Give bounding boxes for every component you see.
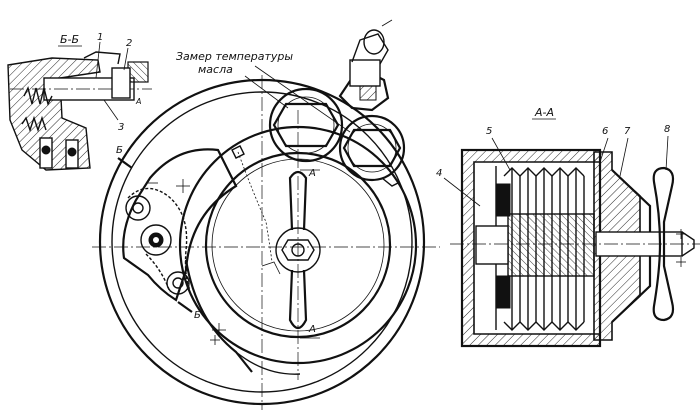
- hex-plug-left-ring: [268, 87, 344, 163]
- cut-a-bottom: A: [308, 324, 316, 335]
- aa-handwheel: [652, 166, 675, 322]
- cut-b-bottom: Б: [194, 310, 201, 321]
- oil-temp-callout-line1: Замер температуры: [176, 50, 293, 63]
- chain: [127, 187, 191, 291]
- hex-plug-left: [272, 102, 340, 148]
- label-part-1: 1: [97, 32, 103, 43]
- label-part-6: 6: [602, 126, 608, 137]
- front-view: A A Б Б: [92, 19, 440, 410]
- hex-plug-right-ring: [338, 114, 406, 182]
- section-bb-view: Б-Б 1 2 3 A: [7, 32, 152, 171]
- lever-housing: [122, 148, 238, 302]
- oil-temperature-sensor: [338, 19, 393, 112]
- aa-hub: [507, 213, 595, 277]
- label-part-8: 8: [664, 124, 670, 135]
- section-aa-title: А-А: [534, 106, 554, 119]
- cut-a-top: A: [308, 168, 316, 179]
- cut-b-top: Б: [116, 145, 123, 156]
- bb-spring: [23, 85, 53, 107]
- thermometer-chain: [237, 151, 273, 263]
- label-part-2: 2: [126, 38, 132, 49]
- section-aa-view: А-А: [436, 106, 700, 348]
- oil-temp-callout-line2: масла: [198, 63, 233, 76]
- section-bb-title: Б-Б: [60, 33, 79, 46]
- label-part-5: 5: [486, 126, 492, 137]
- label-part-4: 4: [436, 168, 442, 179]
- sprocket-upper: [125, 195, 151, 221]
- bb-knurled-head: [127, 61, 149, 83]
- center-nut: [281, 239, 315, 261]
- sprocket-middle: [140, 224, 172, 256]
- label-part-7: 7: [624, 126, 631, 137]
- hex-plug-right: [342, 128, 402, 168]
- bb-small-a: A: [135, 97, 141, 106]
- bb-housing: [7, 57, 101, 171]
- label-part-3: 3: [118, 122, 124, 133]
